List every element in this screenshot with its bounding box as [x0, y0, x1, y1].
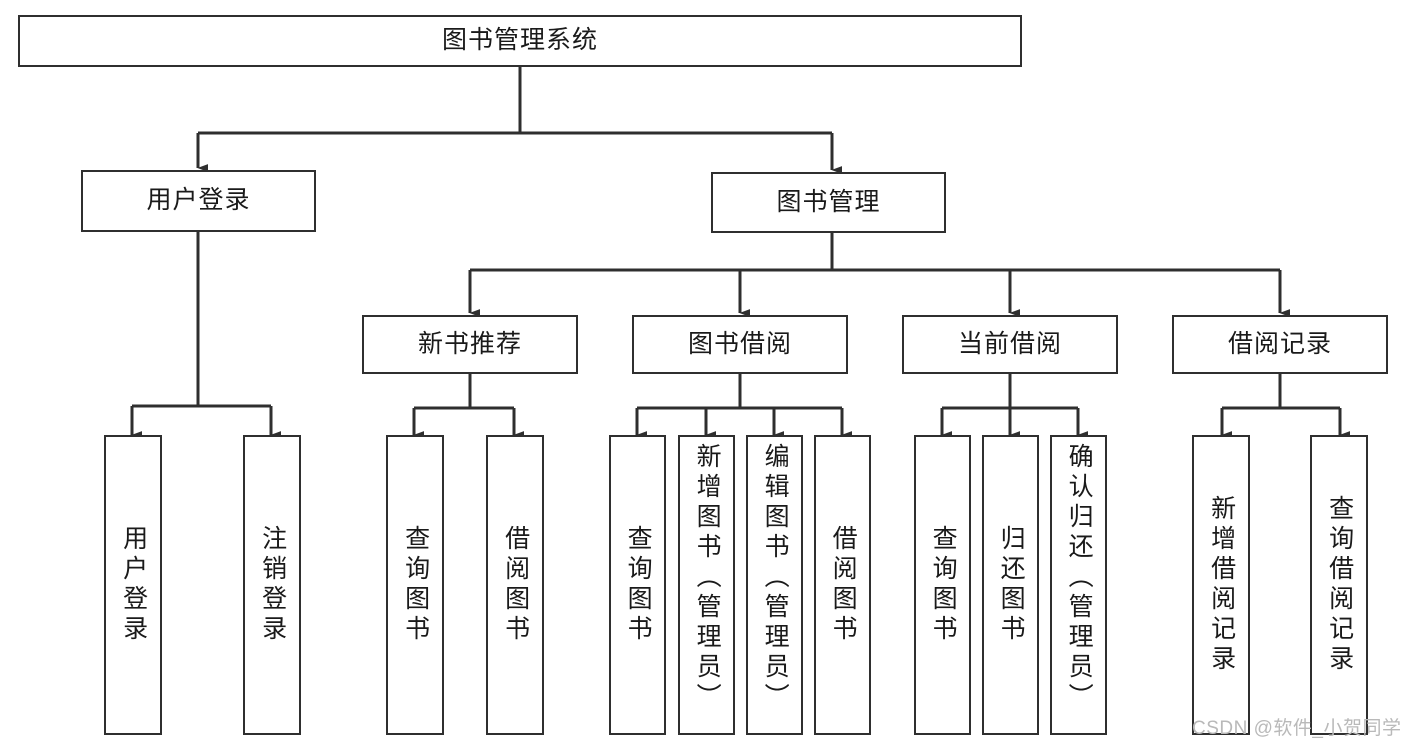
leaf-user-login-label: 用户登录 — [119, 525, 148, 645]
leaf-query-book-3-label: 查询图书 — [929, 525, 958, 645]
watermark: CSDN @软件_小贺同学 — [1192, 718, 1402, 739]
leaf-confirm-return-label: 确认归还（管理员） — [1065, 443, 1094, 713]
leaf-query-book-2[interactable]: 查询图书 — [609, 435, 666, 735]
leaf-query-book-1-label: 查询图书 — [401, 525, 430, 645]
node-borrow-record-label: 借阅记录 — [1227, 329, 1332, 358]
node-root-label: 图书管理系统 — [441, 26, 598, 55]
node-user-login[interactable]: 用户登录 — [81, 170, 316, 232]
leaf-confirm-return[interactable]: 确认归还（管理员） — [1050, 435, 1107, 735]
leaf-borrow-book-2-label: 借阅图书 — [829, 525, 858, 645]
leaf-query-record[interactable]: 查询借阅记录 — [1310, 435, 1368, 735]
leaf-user-login[interactable]: 用户登录 — [104, 435, 162, 735]
leaf-edit-book[interactable]: 编辑图书（管理员） — [746, 435, 803, 735]
leaf-return-book[interactable]: 归还图书 — [982, 435, 1039, 735]
leaf-edit-book-label: 编辑图书（管理员） — [761, 443, 790, 713]
leaf-query-record-label: 查询借阅记录 — [1325, 495, 1354, 675]
node-book-manage[interactable]: 图书管理 — [711, 172, 946, 233]
leaf-borrow-book-1-label: 借阅图书 — [501, 525, 530, 645]
node-new-book-recommend-label: 新书推荐 — [417, 329, 522, 358]
leaf-return-book-label: 归还图书 — [997, 525, 1026, 645]
node-user-login-label: 用户登录 — [146, 186, 251, 215]
node-current-borrow-label: 当前借阅 — [957, 329, 1062, 358]
node-book-borrow[interactable]: 图书借阅 — [632, 315, 848, 374]
node-borrow-record[interactable]: 借阅记录 — [1172, 315, 1388, 374]
leaf-add-book-label: 新增图书（管理员） — [693, 443, 722, 713]
leaf-add-record[interactable]: 新增借阅记录 — [1192, 435, 1250, 735]
node-new-book-recommend[interactable]: 新书推荐 — [362, 315, 578, 374]
node-book-manage-label: 图书管理 — [776, 187, 881, 216]
leaf-add-book[interactable]: 新增图书（管理员） — [678, 435, 735, 735]
leaf-query-book-1[interactable]: 查询图书 — [386, 435, 444, 735]
leaf-query-book-2-label: 查询图书 — [624, 525, 653, 645]
leaf-borrow-book-1[interactable]: 借阅图书 — [486, 435, 544, 735]
leaf-add-record-label: 新增借阅记录 — [1207, 495, 1236, 675]
leaf-borrow-book-2[interactable]: 借阅图书 — [814, 435, 871, 735]
node-current-borrow[interactable]: 当前借阅 — [902, 315, 1118, 374]
leaf-user-logout[interactable]: 注销登录 — [243, 435, 301, 735]
node-book-borrow-label: 图书借阅 — [687, 329, 792, 358]
leaf-query-book-3[interactable]: 查询图书 — [914, 435, 971, 735]
node-root[interactable]: 图书管理系统 — [18, 15, 1022, 67]
leaf-user-logout-label: 注销登录 — [258, 525, 287, 645]
